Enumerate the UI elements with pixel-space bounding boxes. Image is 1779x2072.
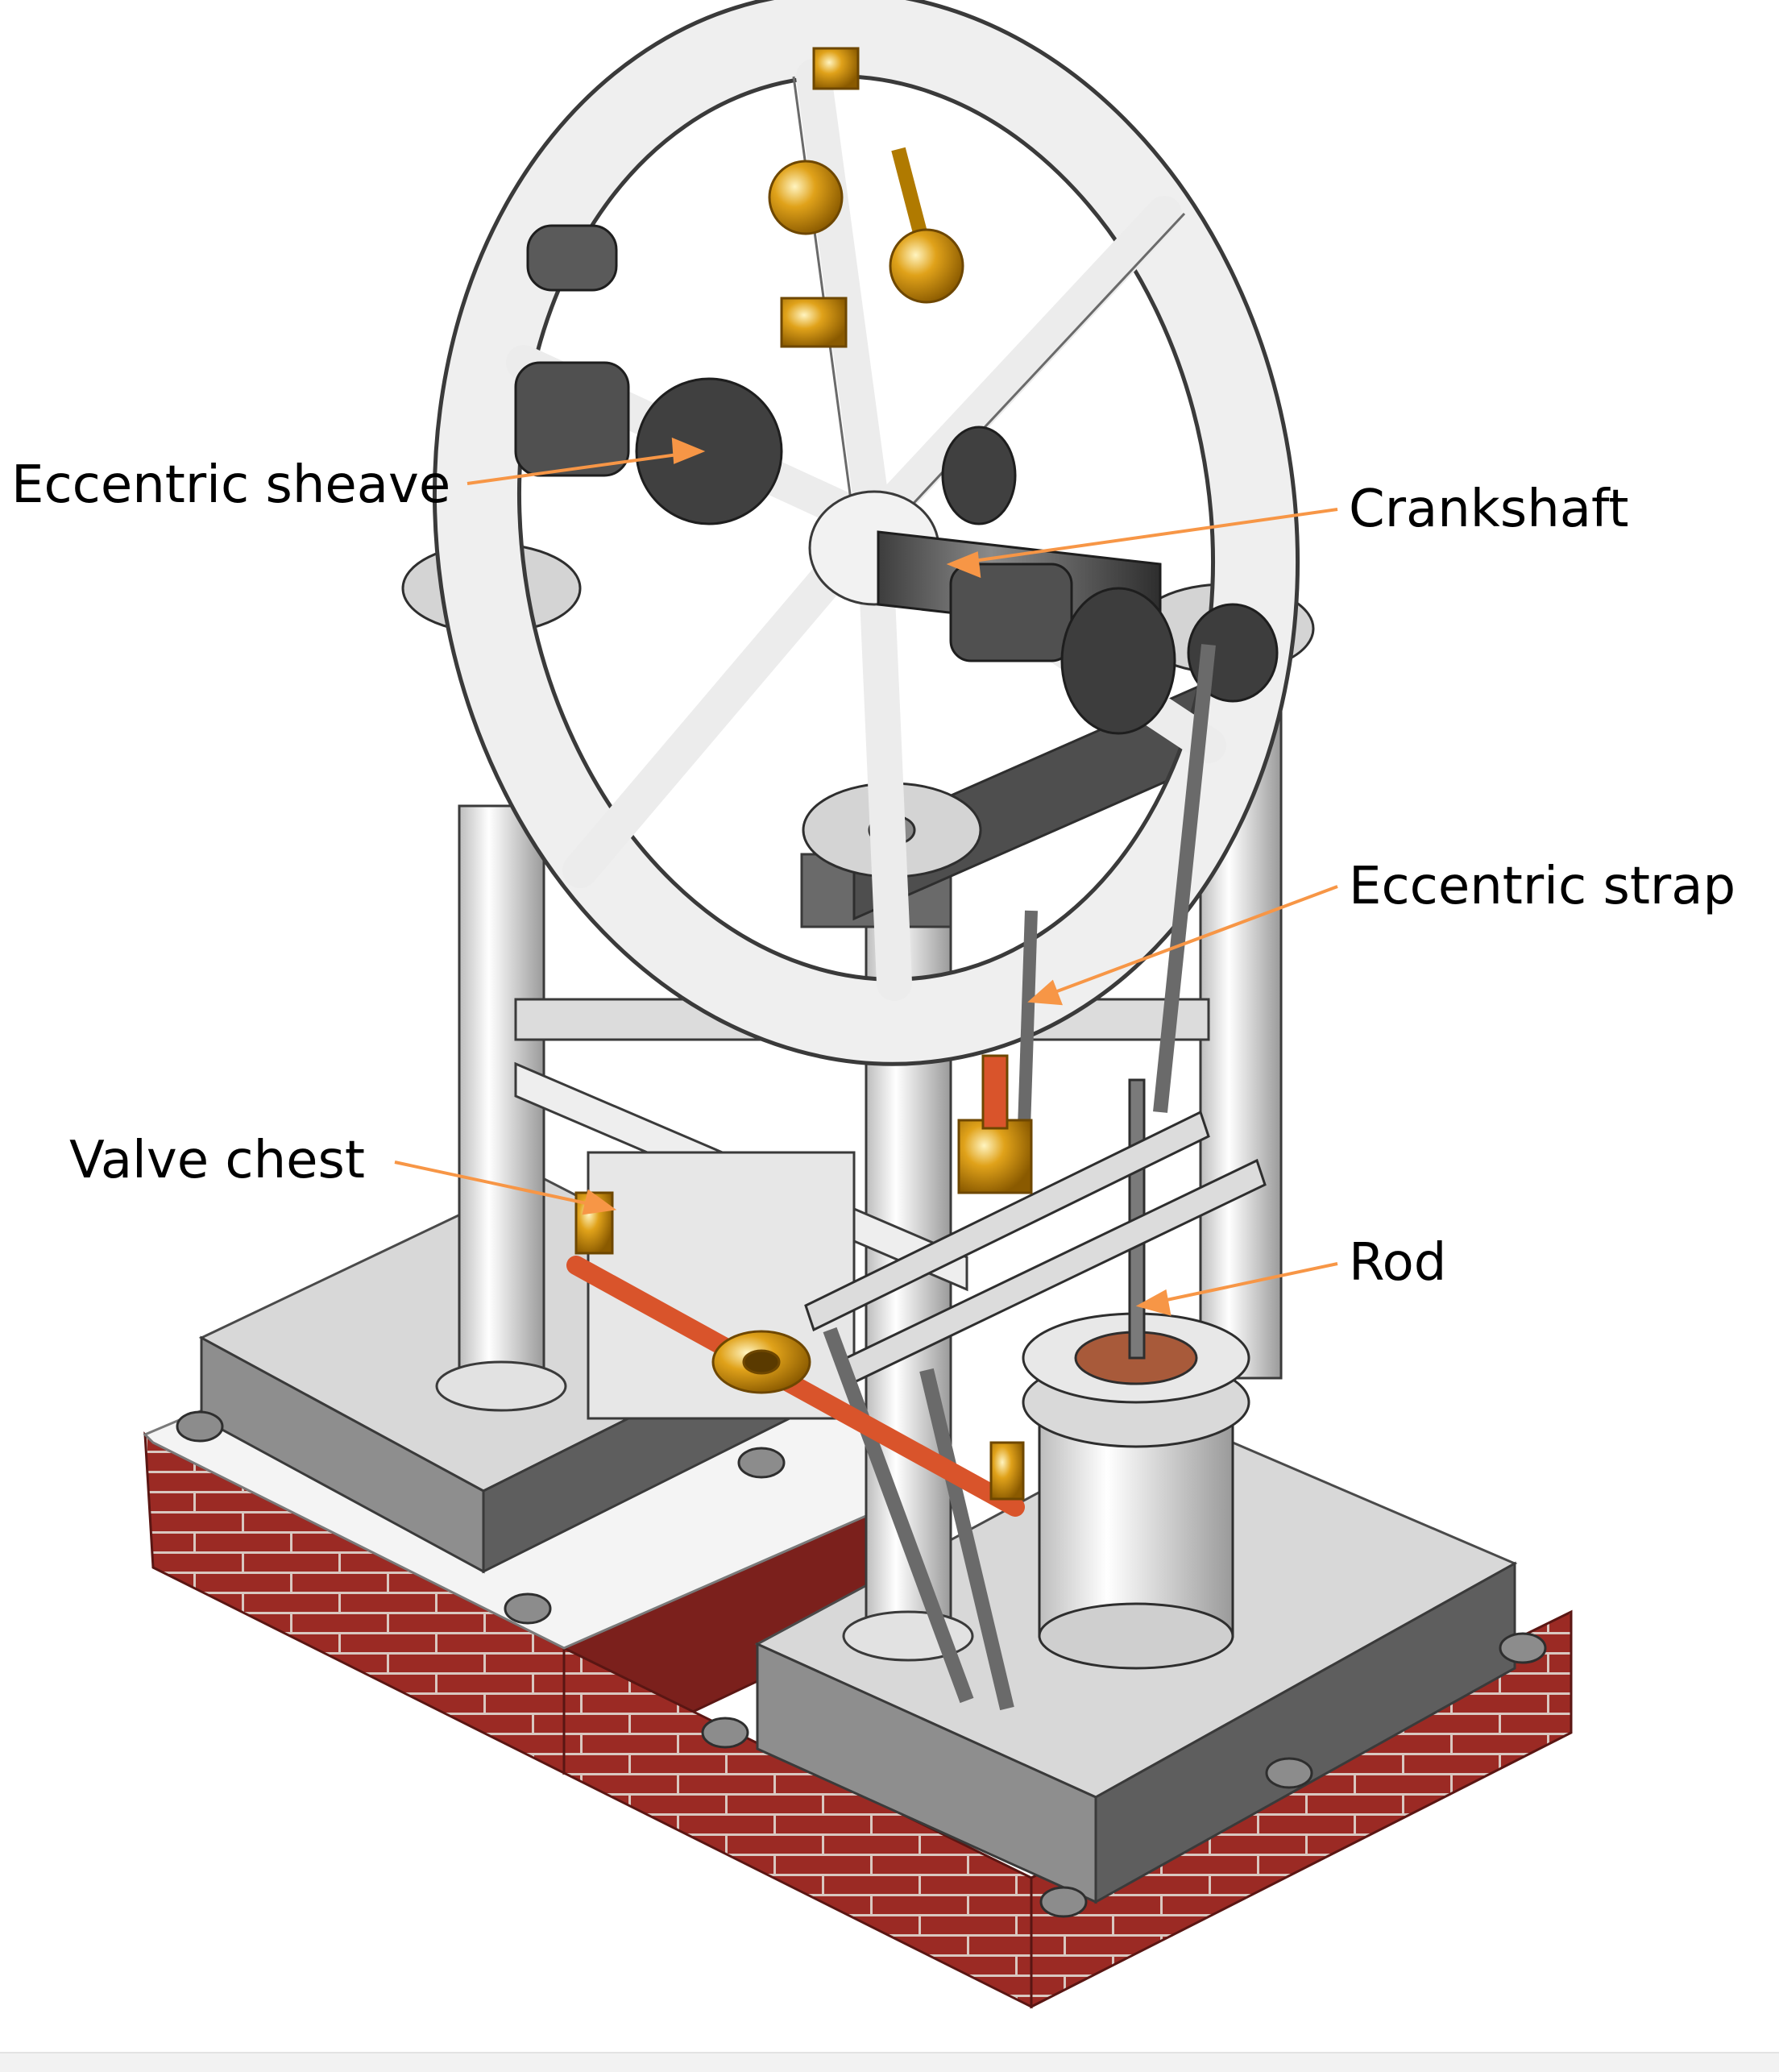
cylinder xyxy=(1022,1078,1250,1670)
linkage xyxy=(804,644,1267,1711)
crankshaft-assembly xyxy=(514,224,1279,735)
foundation-bolts xyxy=(176,1410,1547,1918)
label-valve-chest: Valve chest xyxy=(69,1131,365,1190)
leader-crankshaft xyxy=(950,508,1338,566)
label-rod: Rod xyxy=(1349,1233,1447,1293)
leader-lines xyxy=(394,437,1338,1316)
label-eccentric-sheave: Eccentric sheave xyxy=(11,455,451,515)
leader-eccentric-strap xyxy=(1030,885,1338,1003)
label-crankshaft: Crankshaft xyxy=(1349,480,1629,539)
bottom-edge xyxy=(0,2052,1779,2072)
leader-rod xyxy=(1139,1262,1338,1307)
leader-eccentric-sheave xyxy=(467,450,702,485)
leader-valve-chest xyxy=(394,1161,613,1210)
governor xyxy=(768,47,964,348)
label-eccentric-strap: Eccentric strap xyxy=(1349,857,1736,916)
